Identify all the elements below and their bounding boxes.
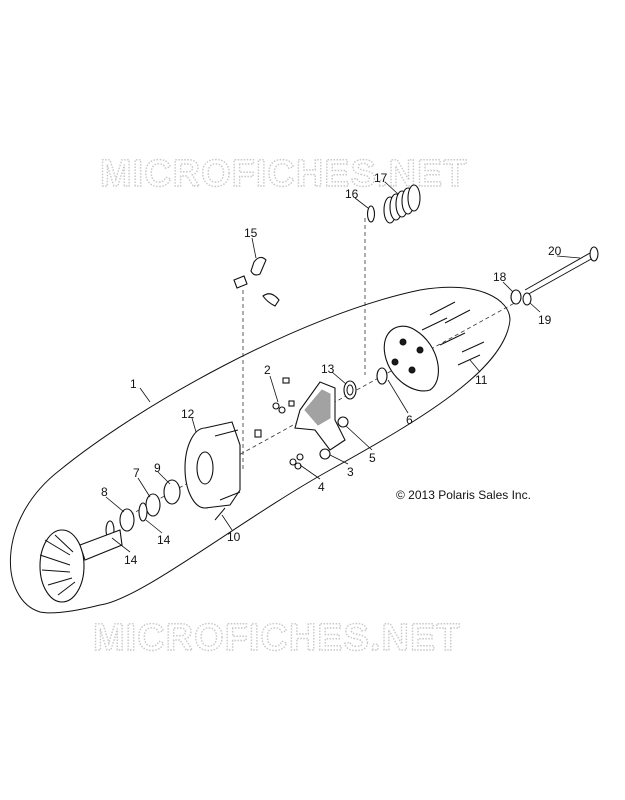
callout-8: 8 (101, 485, 108, 499)
bolt-parts-11 (421, 301, 485, 366)
ball-part-5 (337, 416, 349, 428)
leader-lines (105, 181, 581, 553)
sleeve-part-9 (163, 479, 181, 505)
callout-16: 16 (345, 187, 359, 201)
sleeve-part-7 (145, 493, 161, 517)
callout-18: 18 (493, 270, 507, 284)
movable-sheave-part-12 (184, 421, 241, 509)
callout-2: 2 (264, 363, 271, 377)
callout-15: 15 (244, 226, 258, 240)
ring-part-16 (366, 205, 376, 223)
spring-part (383, 184, 421, 224)
pin-part-10 (214, 507, 226, 521)
callout-3: 3 (347, 465, 354, 479)
bushing-inner (346, 384, 354, 396)
callout-19: 19 (538, 313, 552, 327)
small-parts-4 (289, 453, 304, 470)
long-bolt-part (524, 246, 599, 297)
small-parts-2 (254, 377, 295, 438)
washer-part-19 (522, 292, 532, 306)
ball-part-5b (319, 448, 331, 460)
callout-20: 20 (548, 244, 562, 258)
callout-17: 17 (374, 171, 388, 185)
callout-6: 6 (406, 413, 413, 427)
spider-part-3 (294, 381, 346, 451)
callout-13: 13 (321, 362, 335, 376)
callout-14a: 14 (157, 533, 171, 547)
fixed-sheave-fan (39, 529, 123, 603)
callout-11: 11 (475, 373, 488, 387)
axis-line (129, 299, 521, 516)
callout-9: 9 (154, 461, 161, 475)
watermark-bottom: MICROFICHES.NET (93, 617, 461, 659)
callout-4: 4 (318, 480, 325, 494)
bushing-part-13 (343, 380, 357, 400)
assembly-outline (9, 286, 511, 614)
callout-5: 5 (369, 451, 376, 465)
cover-plate-part-6 (376, 325, 439, 392)
nut-part-18 (510, 289, 522, 305)
ring-part-14a (138, 502, 148, 522)
callout-7: 7 (133, 466, 140, 480)
callout-14b: 14 (124, 553, 138, 567)
copyright-notice: © 2013 Polaris Sales Inc. (396, 488, 531, 502)
callout-1: 1 (130, 377, 137, 391)
callout-10: 10 (227, 530, 241, 544)
ring-part-8 (119, 508, 135, 532)
roller-parts-15 (233, 256, 280, 307)
callout-12: 12 (181, 407, 195, 421)
